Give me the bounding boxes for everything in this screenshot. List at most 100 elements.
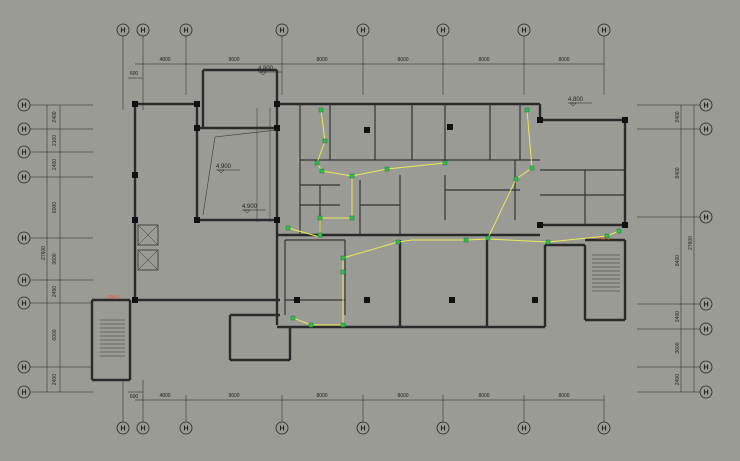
dimension-label-right: 2400: [675, 311, 681, 322]
axis-bubble-top-label: H: [140, 28, 145, 35]
axis-bubble-left-label: H: [21, 150, 26, 157]
dimension-label-left: 2400: [52, 374, 58, 385]
axis-bubble-left-label: H: [21, 301, 26, 308]
axis-bubble-left-label: H: [21, 103, 26, 110]
route-node: [340, 255, 346, 261]
elevator-shaft: [137, 224, 159, 246]
evacuation-route: [342, 230, 620, 259]
column: [622, 222, 628, 228]
axis-bubble-top-label: H: [360, 28, 365, 35]
route-node: [340, 322, 346, 328]
axis-bubble-bottom-label: H: [521, 426, 526, 433]
route-node: [395, 239, 401, 245]
route-node: [340, 269, 346, 275]
elevator-shaft: [137, 249, 159, 271]
column: [622, 117, 628, 123]
route-node: [308, 322, 314, 328]
route-node: [524, 107, 530, 113]
axis-bubble-left-label: H: [21, 365, 26, 372]
dimension-label-bottom: 600: [130, 394, 139, 400]
route-node: [349, 215, 355, 221]
route-node: [317, 232, 323, 238]
elevation-mark-right: 4.800: [568, 97, 584, 103]
axis-bubble-top-label: H: [183, 28, 188, 35]
dimension-label-bottom: 8000: [397, 393, 408, 399]
dimension-label-bottom: 8000: [478, 393, 489, 399]
dimension-label-right: 8400: [675, 167, 681, 178]
axis-bubble-bottom-label: H: [140, 426, 145, 433]
axis-bubble-bottom-label: H: [440, 426, 445, 433]
dimension-label-top: 9600: [228, 57, 239, 63]
axis-bubble-top-label: H: [120, 28, 125, 35]
column: [449, 297, 455, 303]
column: [532, 297, 538, 303]
route-node: [384, 166, 390, 172]
column: [364, 297, 370, 303]
route-node: [485, 235, 491, 241]
dimension-label-right: 2400: [675, 374, 681, 385]
evacuation-route: [319, 176, 353, 235]
elevation-mark-right-triangle: [569, 102, 577, 107]
dimension-label-left: 3600: [52, 253, 58, 264]
dimension-label-top: 8000: [316, 57, 327, 63]
fire-door-label: FM-1: [598, 236, 610, 242]
axis-bubble-bottom-label: H: [360, 426, 365, 433]
route-node: [285, 225, 291, 231]
dimension-label-left: 6000: [52, 329, 58, 340]
axis-bubble-left-label: H: [21, 236, 26, 243]
elevation-mark-atrium-triangle: [217, 169, 225, 174]
axis-bubble-left-label: H: [21, 390, 26, 397]
route-node: [318, 107, 324, 113]
column: [132, 297, 138, 303]
axis-bubble-left-label: H: [21, 127, 26, 134]
dimension-label-left: 2100: [52, 135, 58, 146]
route-node: [317, 215, 323, 221]
column: [194, 125, 200, 131]
atrium-edge: [202, 136, 216, 216]
dimension-label-left: 2450: [52, 286, 58, 297]
column: [132, 172, 138, 178]
dimension-label-bottom: 9600: [228, 393, 239, 399]
column: [537, 222, 543, 228]
route-node: [442, 160, 448, 166]
axis-bubble-right-label: H: [703, 215, 708, 222]
route-node: [616, 228, 622, 234]
axis-bubble-bottom-label: H: [120, 426, 125, 433]
axis-bubble-top-label: H: [440, 28, 445, 35]
column: [194, 101, 200, 107]
axis-bubble-top-label: H: [279, 28, 284, 35]
route-node: [314, 160, 320, 166]
dimension-label-top: 600: [130, 71, 139, 77]
evacuation-route: [287, 227, 321, 238]
route-node: [604, 233, 610, 239]
route-node: [513, 176, 519, 182]
axis-bubble-bottom-label: H: [279, 426, 284, 433]
dimension-label-bottom: 8000: [316, 393, 327, 399]
atrium-edge: [214, 129, 278, 138]
right-total-dimension: 27600: [687, 236, 694, 250]
column: [294, 297, 300, 303]
dimension-label-top: 8000: [397, 57, 408, 63]
axis-bubble-right-label: H: [703, 327, 708, 334]
evacuation-route: [292, 258, 344, 326]
axis-bubble-bottom-label: H: [601, 426, 606, 433]
left-total-dimension: 27600: [40, 246, 47, 260]
dimension-label-top: 8000: [558, 57, 569, 63]
route-node: [463, 237, 469, 243]
axis-bubble-left-label: H: [21, 175, 26, 182]
dimension-label-right: 2400: [675, 111, 681, 122]
dimension-label-bottom: 8000: [558, 393, 569, 399]
elevator-cross: [137, 249, 159, 271]
column: [132, 101, 138, 107]
elevation-mark-roof: 4.800: [258, 66, 274, 72]
dimension-label-left: 2400: [52, 111, 58, 122]
axis-bubble-right-label: H: [703, 103, 708, 110]
column: [274, 101, 280, 107]
route-node: [545, 239, 551, 245]
axis-bubble-right-label: H: [703, 365, 708, 372]
route-node: [529, 165, 535, 171]
column: [194, 217, 200, 223]
dimension-label-left: 2400: [52, 159, 58, 170]
